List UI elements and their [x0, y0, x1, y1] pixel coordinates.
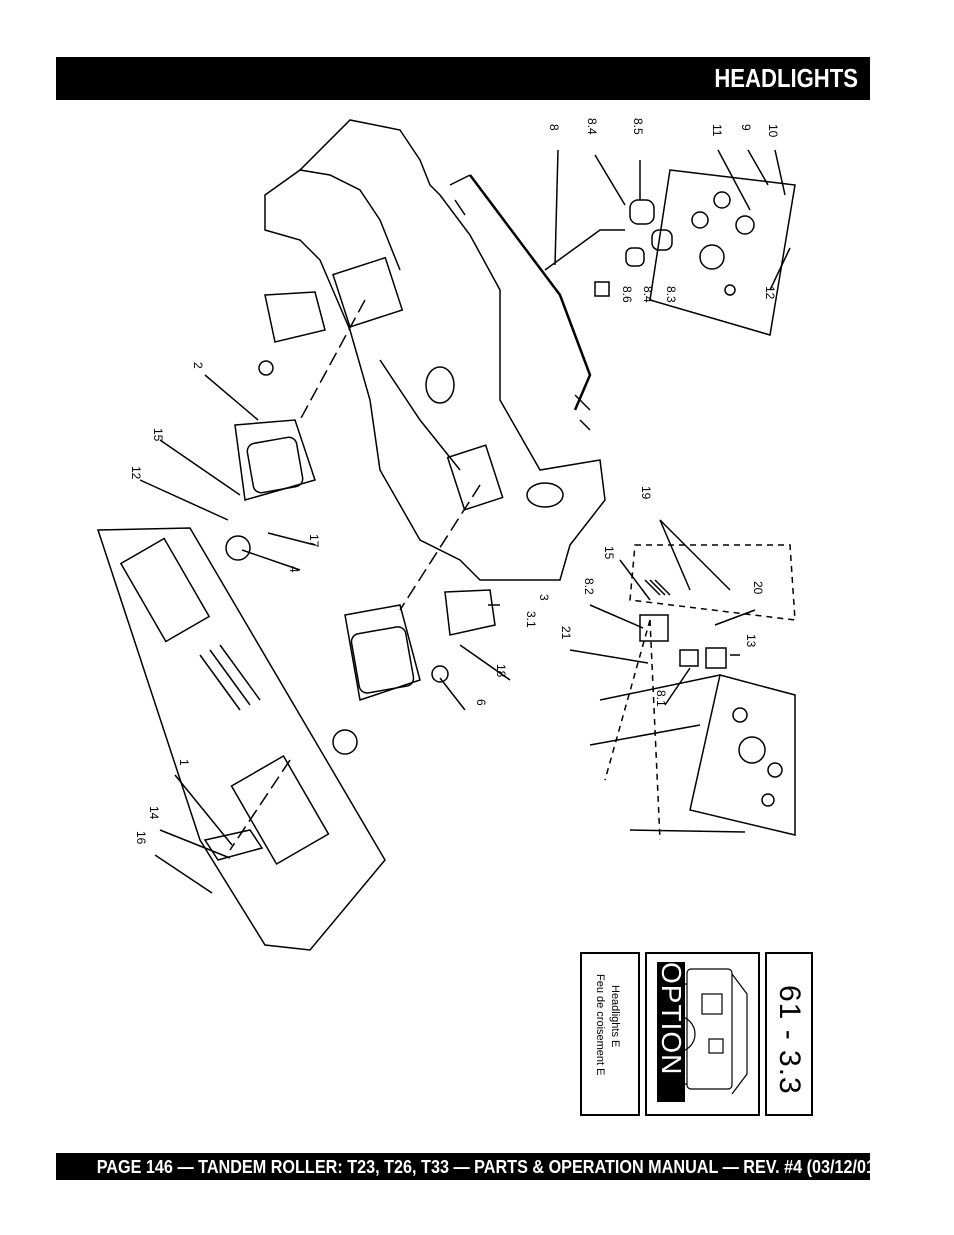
callout-8: 8	[547, 124, 561, 131]
callout-8-6: 8.6	[620, 286, 634, 303]
option-illustration-panel	[645, 952, 760, 1116]
option-label-bg	[657, 962, 685, 1102]
callout-12: 12	[763, 286, 777, 300]
option-description-panel	[580, 952, 640, 1116]
callout-8-2: 8.2	[582, 578, 596, 595]
option-code: 61 - 3.3	[773, 985, 806, 1095]
option-label: OPTION	[656, 962, 687, 1076]
callout-3-1: 3.1	[524, 611, 538, 628]
callout-14: 15	[602, 546, 616, 560]
callout-19: 19	[639, 486, 653, 500]
callout-11: 11	[710, 124, 724, 137]
callout-8-4b: 8.4	[641, 286, 655, 303]
callout-8-4a: 8.4	[585, 118, 599, 135]
callout-15: 14	[147, 806, 161, 820]
callout-20: 20	[751, 581, 765, 595]
option-code-panel	[765, 952, 813, 1116]
callout-1: 1	[177, 759, 191, 766]
callout-16: 16	[134, 831, 148, 845]
callout-13: 13	[744, 634, 758, 648]
callout-17: 17	[307, 534, 321, 548]
callout-6: 6	[474, 699, 488, 706]
callout-10: 10	[766, 124, 780, 138]
callout-8-1: 8.1	[654, 690, 668, 707]
callout-3: 3	[537, 594, 551, 601]
callout-21: 21	[559, 626, 573, 640]
callout-5: 12	[129, 466, 143, 480]
callout-8-5: 8.5	[631, 118, 645, 135]
header-bar: HEADLIGHTS	[56, 57, 870, 100]
page-footer: PAGE 146 — TANDEM ROLLER: T23, T26, T33 …	[96, 1157, 881, 1177]
callout-18: 18	[494, 664, 508, 678]
page-title: HEADLIGHTS	[714, 63, 858, 93]
option-desc-en: Headlights E	[609, 985, 621, 1048]
part-callouts: 2 15 12 17 4 1 14 16 3 3.1 18 6 8 8.4 8.…	[129, 118, 780, 845]
footer-bar: PAGE 146 — TANDEM ROLLER: T23, T26, T33 …	[56, 1153, 881, 1180]
callout-8-3: 8.3	[664, 286, 678, 303]
callout-9: 9	[739, 124, 753, 131]
callout-7: 15	[151, 428, 165, 442]
callout-4: 4	[287, 566, 301, 573]
option-desc-fr: Feu de croisement E	[594, 974, 606, 1076]
callout-2: 2	[191, 362, 205, 369]
